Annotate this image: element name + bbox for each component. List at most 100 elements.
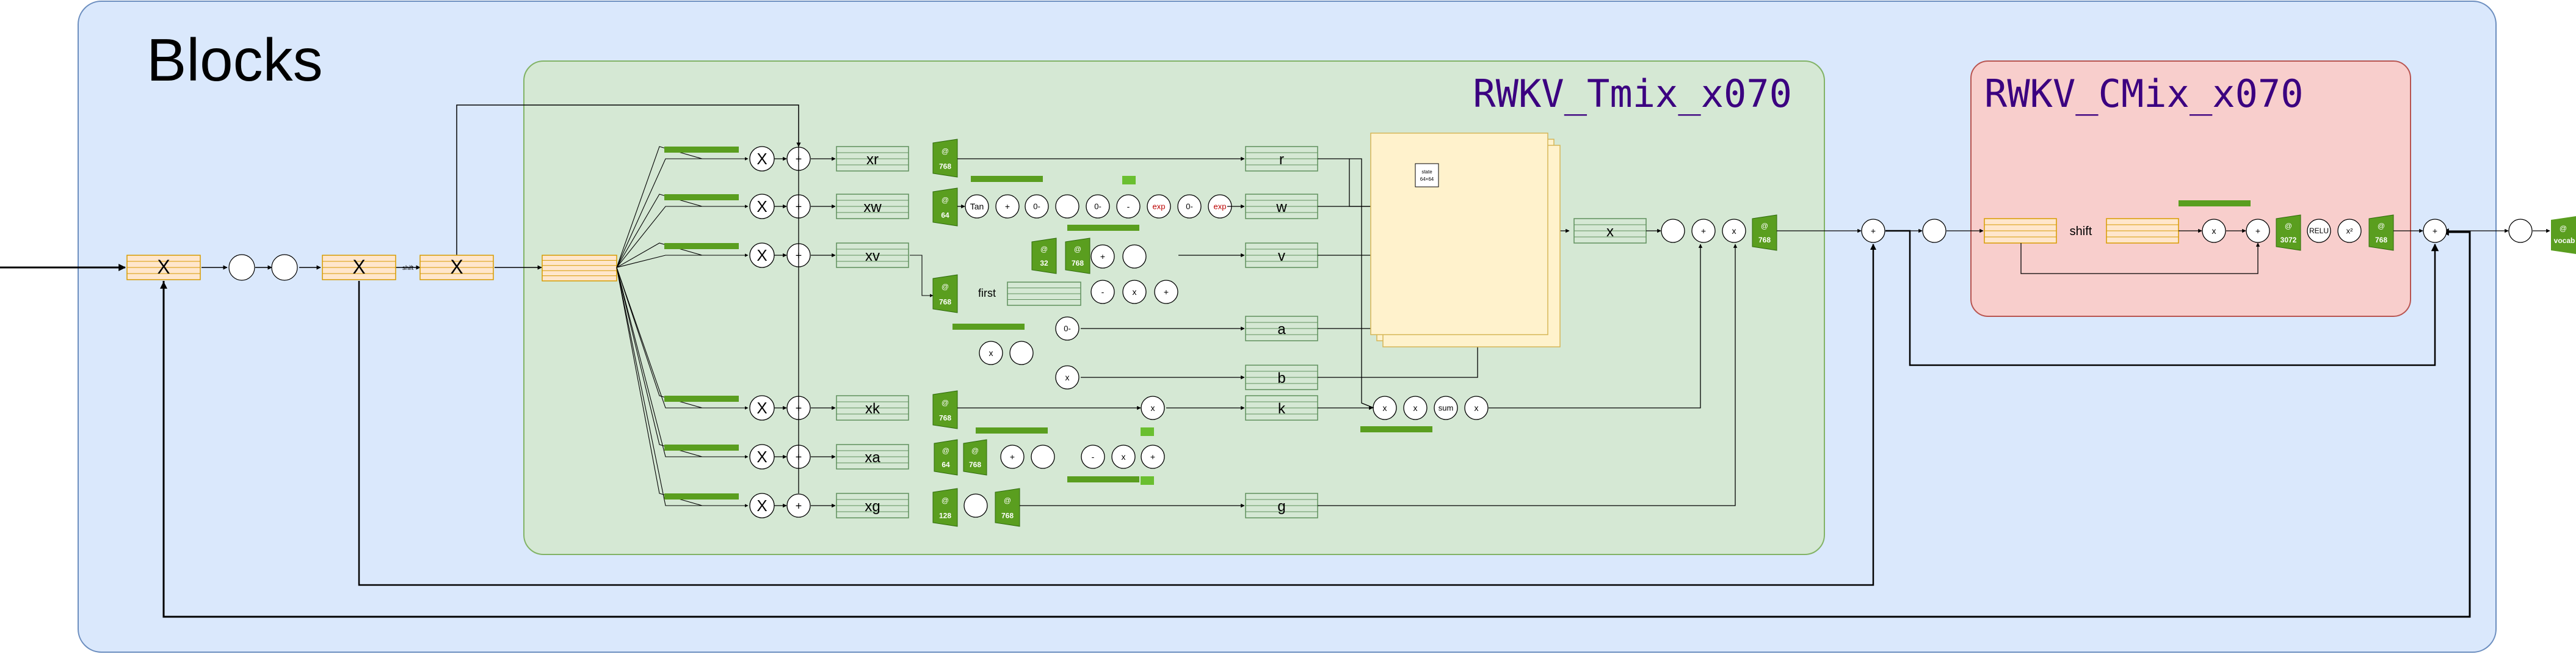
svg-text:X: X — [756, 399, 767, 417]
svg-text:@: @ — [942, 196, 949, 205]
lerp-box-xv: xv — [836, 242, 909, 268]
residual-add-1: + — [1861, 219, 1885, 243]
proj-g1: @128 — [932, 488, 958, 527]
svg-text:-: - — [1127, 202, 1130, 211]
cmix-proj-down: @768 — [2368, 214, 2394, 251]
g-sig — [963, 493, 988, 518]
w-plus: + — [995, 194, 1020, 219]
cmix-x-box — [1984, 218, 2057, 244]
svg-text:@: @ — [942, 446, 949, 455]
svg-text:shift: shift — [402, 265, 414, 272]
svg-text:@: @ — [2560, 224, 2567, 233]
proj-label: k — [1278, 401, 1286, 417]
svg-text:vocab: vocab — [2554, 236, 2575, 245]
residual-add-2: + — [2423, 219, 2447, 243]
lerp-box-xr: xr — [836, 146, 909, 172]
first-label: first — [978, 287, 996, 299]
shift-label: shift — [2070, 225, 2092, 238]
proj-v1: @768 — [932, 274, 958, 313]
tmix-container — [523, 60, 1825, 555]
main-flow-nodes: shift — [228, 254, 414, 281]
svg-text:64×64: 64×64 — [1420, 176, 1434, 182]
mixer-input-box — [542, 255, 617, 282]
svg-text:+: + — [1164, 287, 1169, 297]
k-const2 — [1141, 476, 1154, 485]
cmix-plus: + — [2246, 219, 2270, 243]
v-mul: x — [1122, 280, 1147, 304]
w-zero: 0- — [1025, 194, 1049, 219]
svg-text:exp: exp — [1153, 202, 1166, 211]
green-param-bar — [2179, 200, 2251, 206]
state-label: state — [1421, 169, 1432, 175]
blocks-title: Blocks — [147, 26, 323, 93]
svg-text:768: 768 — [939, 413, 951, 422]
green-param-bar — [664, 147, 739, 153]
a-plus: + — [1000, 445, 1025, 469]
tmix-out-box: x — [1573, 218, 1647, 244]
relu-node: RELU — [2307, 219, 2331, 243]
svg-text:@: @ — [2285, 222, 2292, 230]
rk-mul3: x — [1464, 396, 1489, 420]
k-mul2: x — [1111, 445, 1136, 469]
svg-text:+: + — [2433, 226, 2437, 236]
svg-text:64: 64 — [942, 460, 950, 469]
lerp-box-xw: xw — [836, 194, 909, 219]
proj-a2: @768 — [963, 439, 987, 476]
a-zero: 0- — [1055, 316, 1079, 341]
svg-text:x²: x² — [2346, 227, 2354, 236]
w-minus: - — [1116, 194, 1141, 219]
svg-text:128: 128 — [939, 511, 951, 520]
svg-text:@: @ — [1761, 222, 1768, 230]
proj-label: r — [1279, 151, 1284, 168]
svg-text:+: + — [796, 500, 802, 512]
green-param-bar — [664, 445, 739, 451]
block-x-box-3: X — [419, 255, 494, 280]
lerp-label: xg — [865, 498, 880, 515]
cmix-mul: x — [2202, 219, 2226, 243]
w-zero2: 0- — [1086, 194, 1110, 219]
svg-text:X: X — [756, 448, 767, 466]
tmix-out-proj: @768 — [1752, 214, 1777, 251]
v-plus2: + — [1154, 280, 1178, 304]
a-sig — [1009, 341, 1034, 365]
proj-label: b — [1277, 370, 1285, 387]
svg-text:x: x — [1065, 372, 1070, 382]
main-flow-lines — [0, 104, 2471, 618]
svg-text:@: @ — [942, 147, 949, 156]
cmix-proj-up: @3072 — [2276, 214, 2301, 251]
proj-label: a — [1277, 321, 1286, 338]
lerp-label: xk — [865, 401, 880, 417]
k-plus: + — [1141, 445, 1165, 469]
lerp-mul-node-xg: X — [749, 493, 775, 518]
v-minus: - — [1090, 280, 1115, 304]
svg-text:768: 768 — [939, 297, 951, 306]
svg-text:@: @ — [942, 399, 949, 407]
svg-text:0-: 0- — [1064, 324, 1071, 333]
proj-box-a: a — [1245, 316, 1318, 341]
svg-text:768: 768 — [969, 460, 981, 469]
proj-box-k: k — [1245, 395, 1318, 421]
cmix-norm — [1922, 219, 1947, 243]
svg-text:0-: 0- — [1094, 202, 1101, 211]
proj-v-lora: @32 — [1031, 238, 1057, 274]
svg-text:-: - — [1092, 452, 1095, 462]
v-sigmoid — [1122, 244, 1147, 269]
cmix-title: RWKV_CMix_x070 — [1984, 71, 2304, 116]
lerp-mul-node-xa: X — [749, 444, 775, 470]
svg-text:x: x — [1732, 226, 1736, 236]
lerp-mul-node-xw: X — [749, 194, 775, 219]
proj-box-w: w — [1245, 194, 1318, 219]
square-node: x² — [2337, 219, 2362, 243]
svg-text:sum: sum — [1439, 404, 1454, 413]
svg-text:x: x — [1475, 403, 1479, 413]
green-param-bar — [952, 324, 1025, 330]
svg-text:X: X — [756, 150, 767, 168]
tmix-plus-out: + — [1691, 219, 1716, 243]
green-param-bar — [664, 493, 739, 500]
svg-text:x: x — [1383, 403, 1387, 413]
green-param-bar — [1067, 225, 1139, 231]
svg-text:x: x — [1122, 452, 1126, 462]
block-x-label: X — [352, 256, 365, 278]
tmix-mul-out: x — [1722, 219, 1746, 243]
svg-text:x: x — [1151, 403, 1155, 413]
